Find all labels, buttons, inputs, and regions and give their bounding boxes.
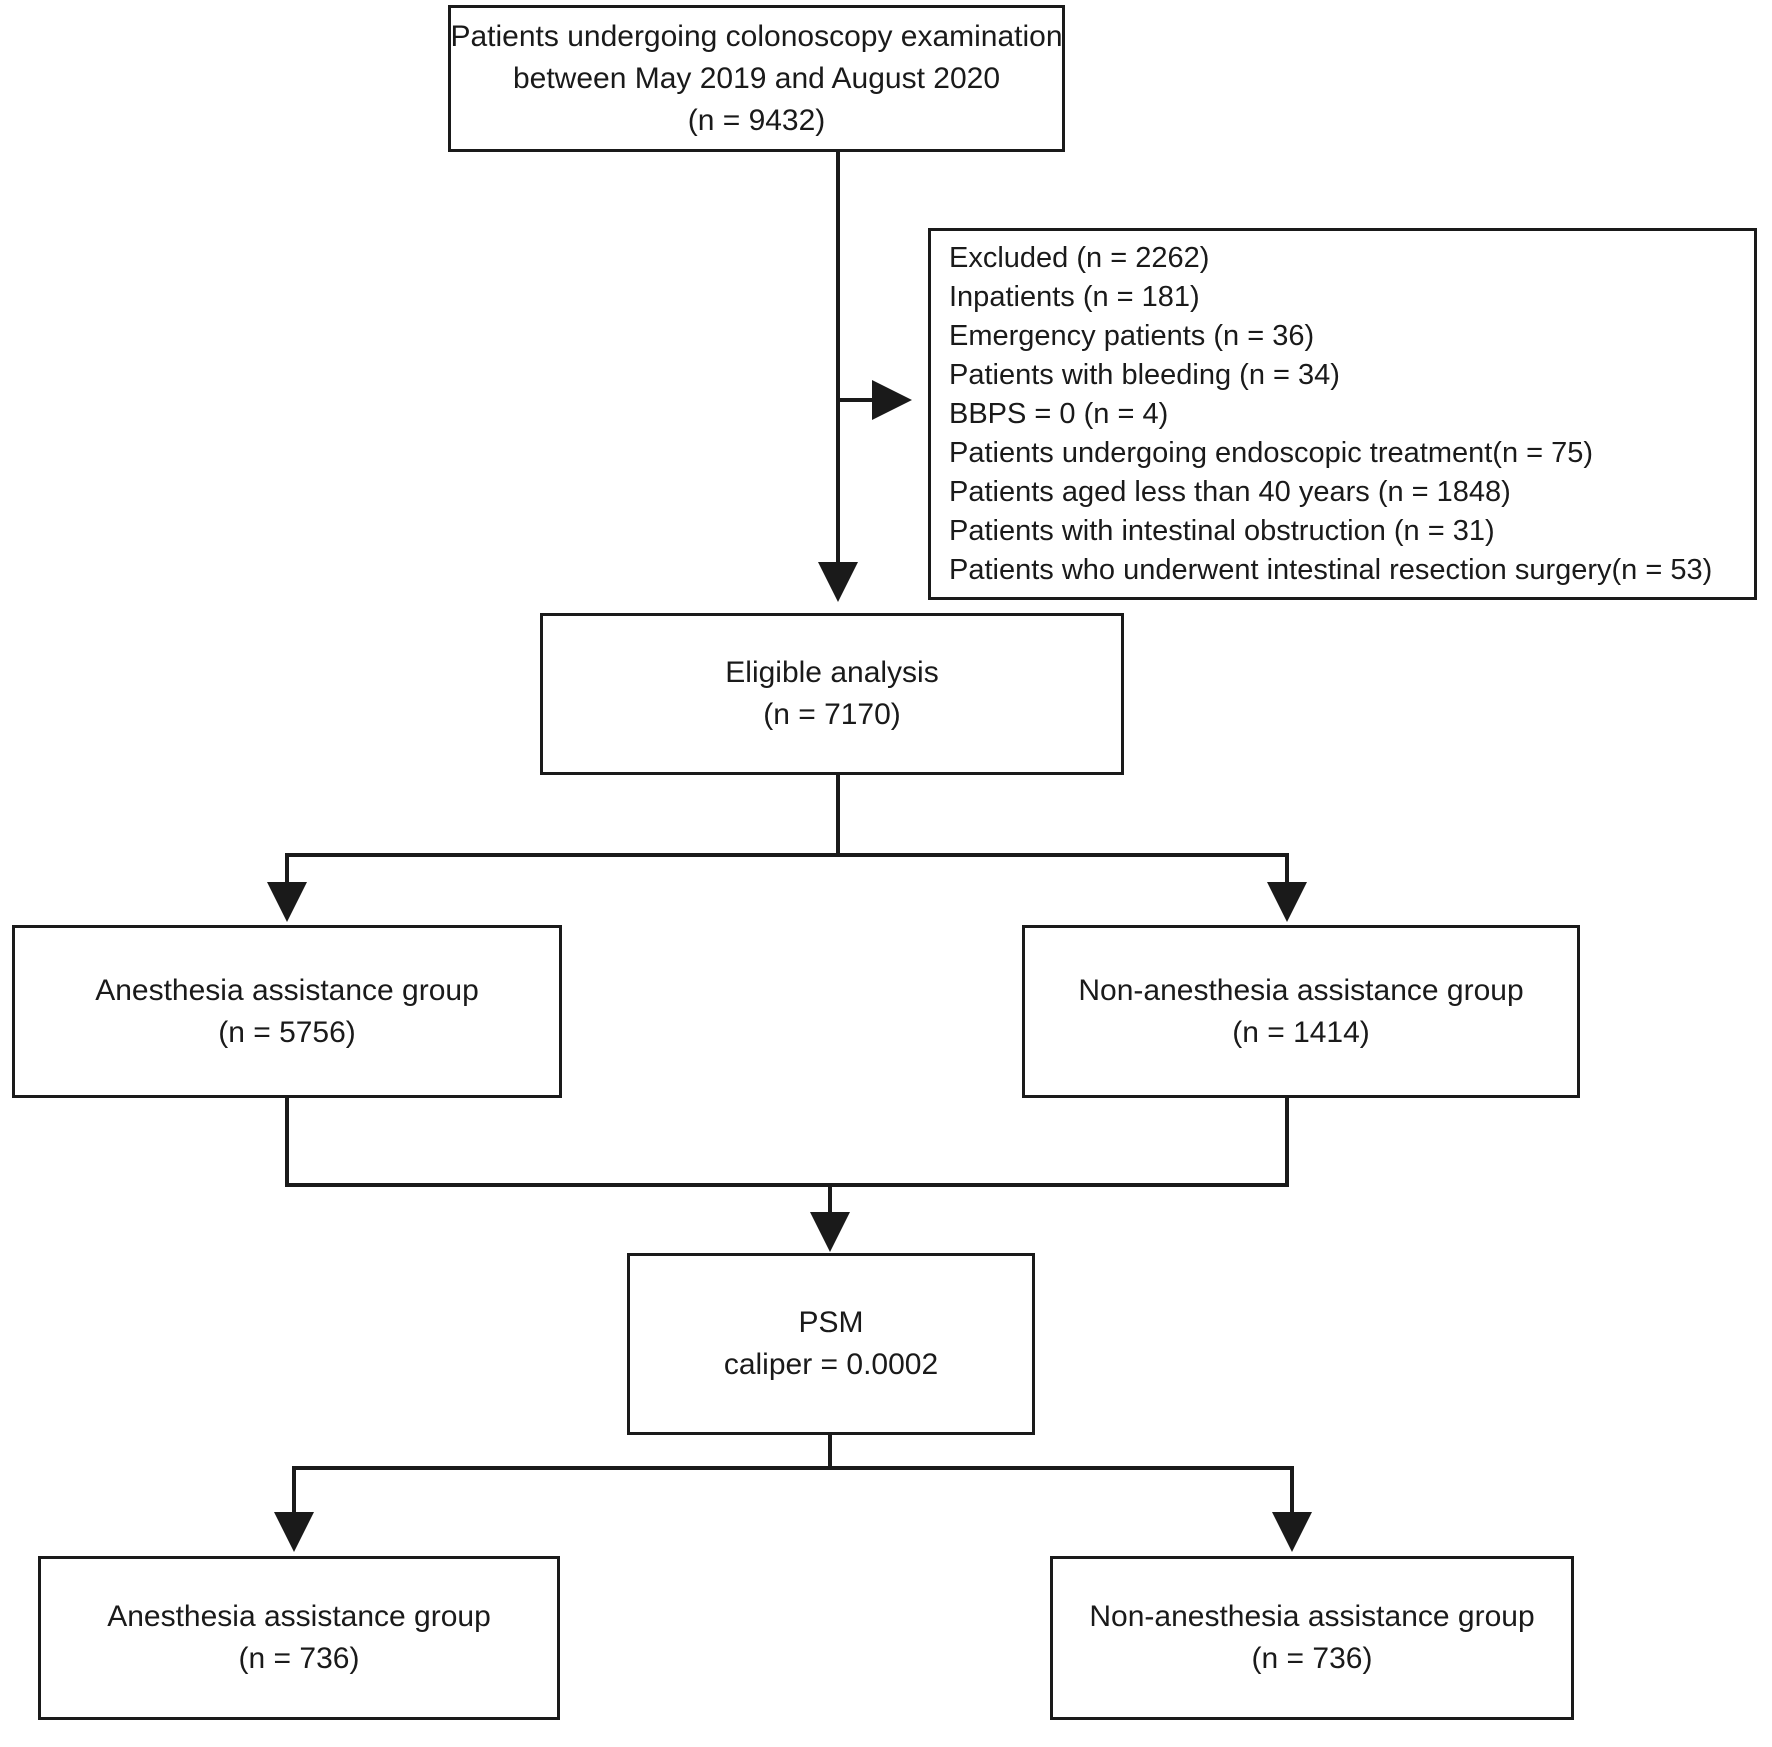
node-non-anesthesia-assistance-group-post: Non-anesthesia assistance group (n = 736… [1050,1556,1574,1720]
node-excluded-line-6: Patients undergoing endoscopic treatment… [949,436,1594,469]
node-anesthesia-assistance-group-post: Anesthesia assistance group (n = 736) [38,1556,560,1720]
node-psm: PSM caliper = 0.0002 [627,1253,1035,1435]
node-anesthesia-pre-line-1: Anesthesia assistance group [95,973,479,1007]
node-excluded-line-8: Patients with intestinal obstruction (n … [949,514,1495,547]
node-eligible-line-1: Eligible analysis [725,656,939,689]
edge-groups-merge-to-psm [285,1098,1289,1252]
node-excluded-line-3: Emergency patients (n = 36) [949,319,1315,352]
node-non-anesthesia-assistance-group-pre: Non-anesthesia assistance group (n = 141… [1022,925,1580,1098]
node-psm-line-2: caliper = 0.0002 [723,1348,939,1381]
node-eligible-analysis: Eligible analysis (n = 7170) [540,613,1124,775]
node-psm-line-1: PSM [798,1306,864,1339]
node-nonanesthesia-post-line-1: Non-anesthesia assistance group [1089,1600,1535,1633]
node-excluded-line-2: Inpatients (n = 181) [949,280,1200,313]
node-anesthesia-assistance-group-pre: Anesthesia assistance group (n = 5756) [12,925,562,1098]
node-excluded: Excluded (n = 2262) Inpatients (n = 181)… [928,228,1757,600]
node-anesthesia-pre-line-2: (n = 5756) [218,1015,356,1049]
edge-psm-split [274,1435,1312,1552]
node-enrollment-line-2: between May 2019 and August 2020 [512,61,1001,95]
node-anesthesia-post-line-2: (n = 736) [238,1642,360,1675]
node-nonanesthesia-post-line-2: (n = 736) [1251,1642,1373,1675]
node-excluded-line-9: Patients who underwent intestinal resect… [949,553,1713,586]
node-enrollment-line-1: Patients undergoing colonoscopy examinat… [450,19,1063,53]
node-excluded-line-5: BBPS = 0 (n = 4) [949,397,1169,430]
node-excluded-line-1: Excluded (n = 2262) [949,241,1210,274]
node-eligible-line-2: (n = 7170) [763,698,901,731]
node-anesthesia-post-line-1: Anesthesia assistance group [107,1600,491,1633]
node-nonanesthesia-pre-line-2: (n = 1414) [1232,1015,1370,1049]
node-excluded-line-7: Patients aged less than 40 years (n = 18… [949,475,1511,508]
node-enrollment-line-3: (n = 9432) [687,103,826,137]
edge-eligible-split [267,775,1307,922]
node-enrollment: Patients undergoing colonoscopy examinat… [448,5,1065,152]
node-excluded-line-4: Patients with bleeding (n = 34) [949,358,1340,391]
node-nonanesthesia-pre-line-1: Non-anesthesia assistance group [1078,973,1524,1007]
